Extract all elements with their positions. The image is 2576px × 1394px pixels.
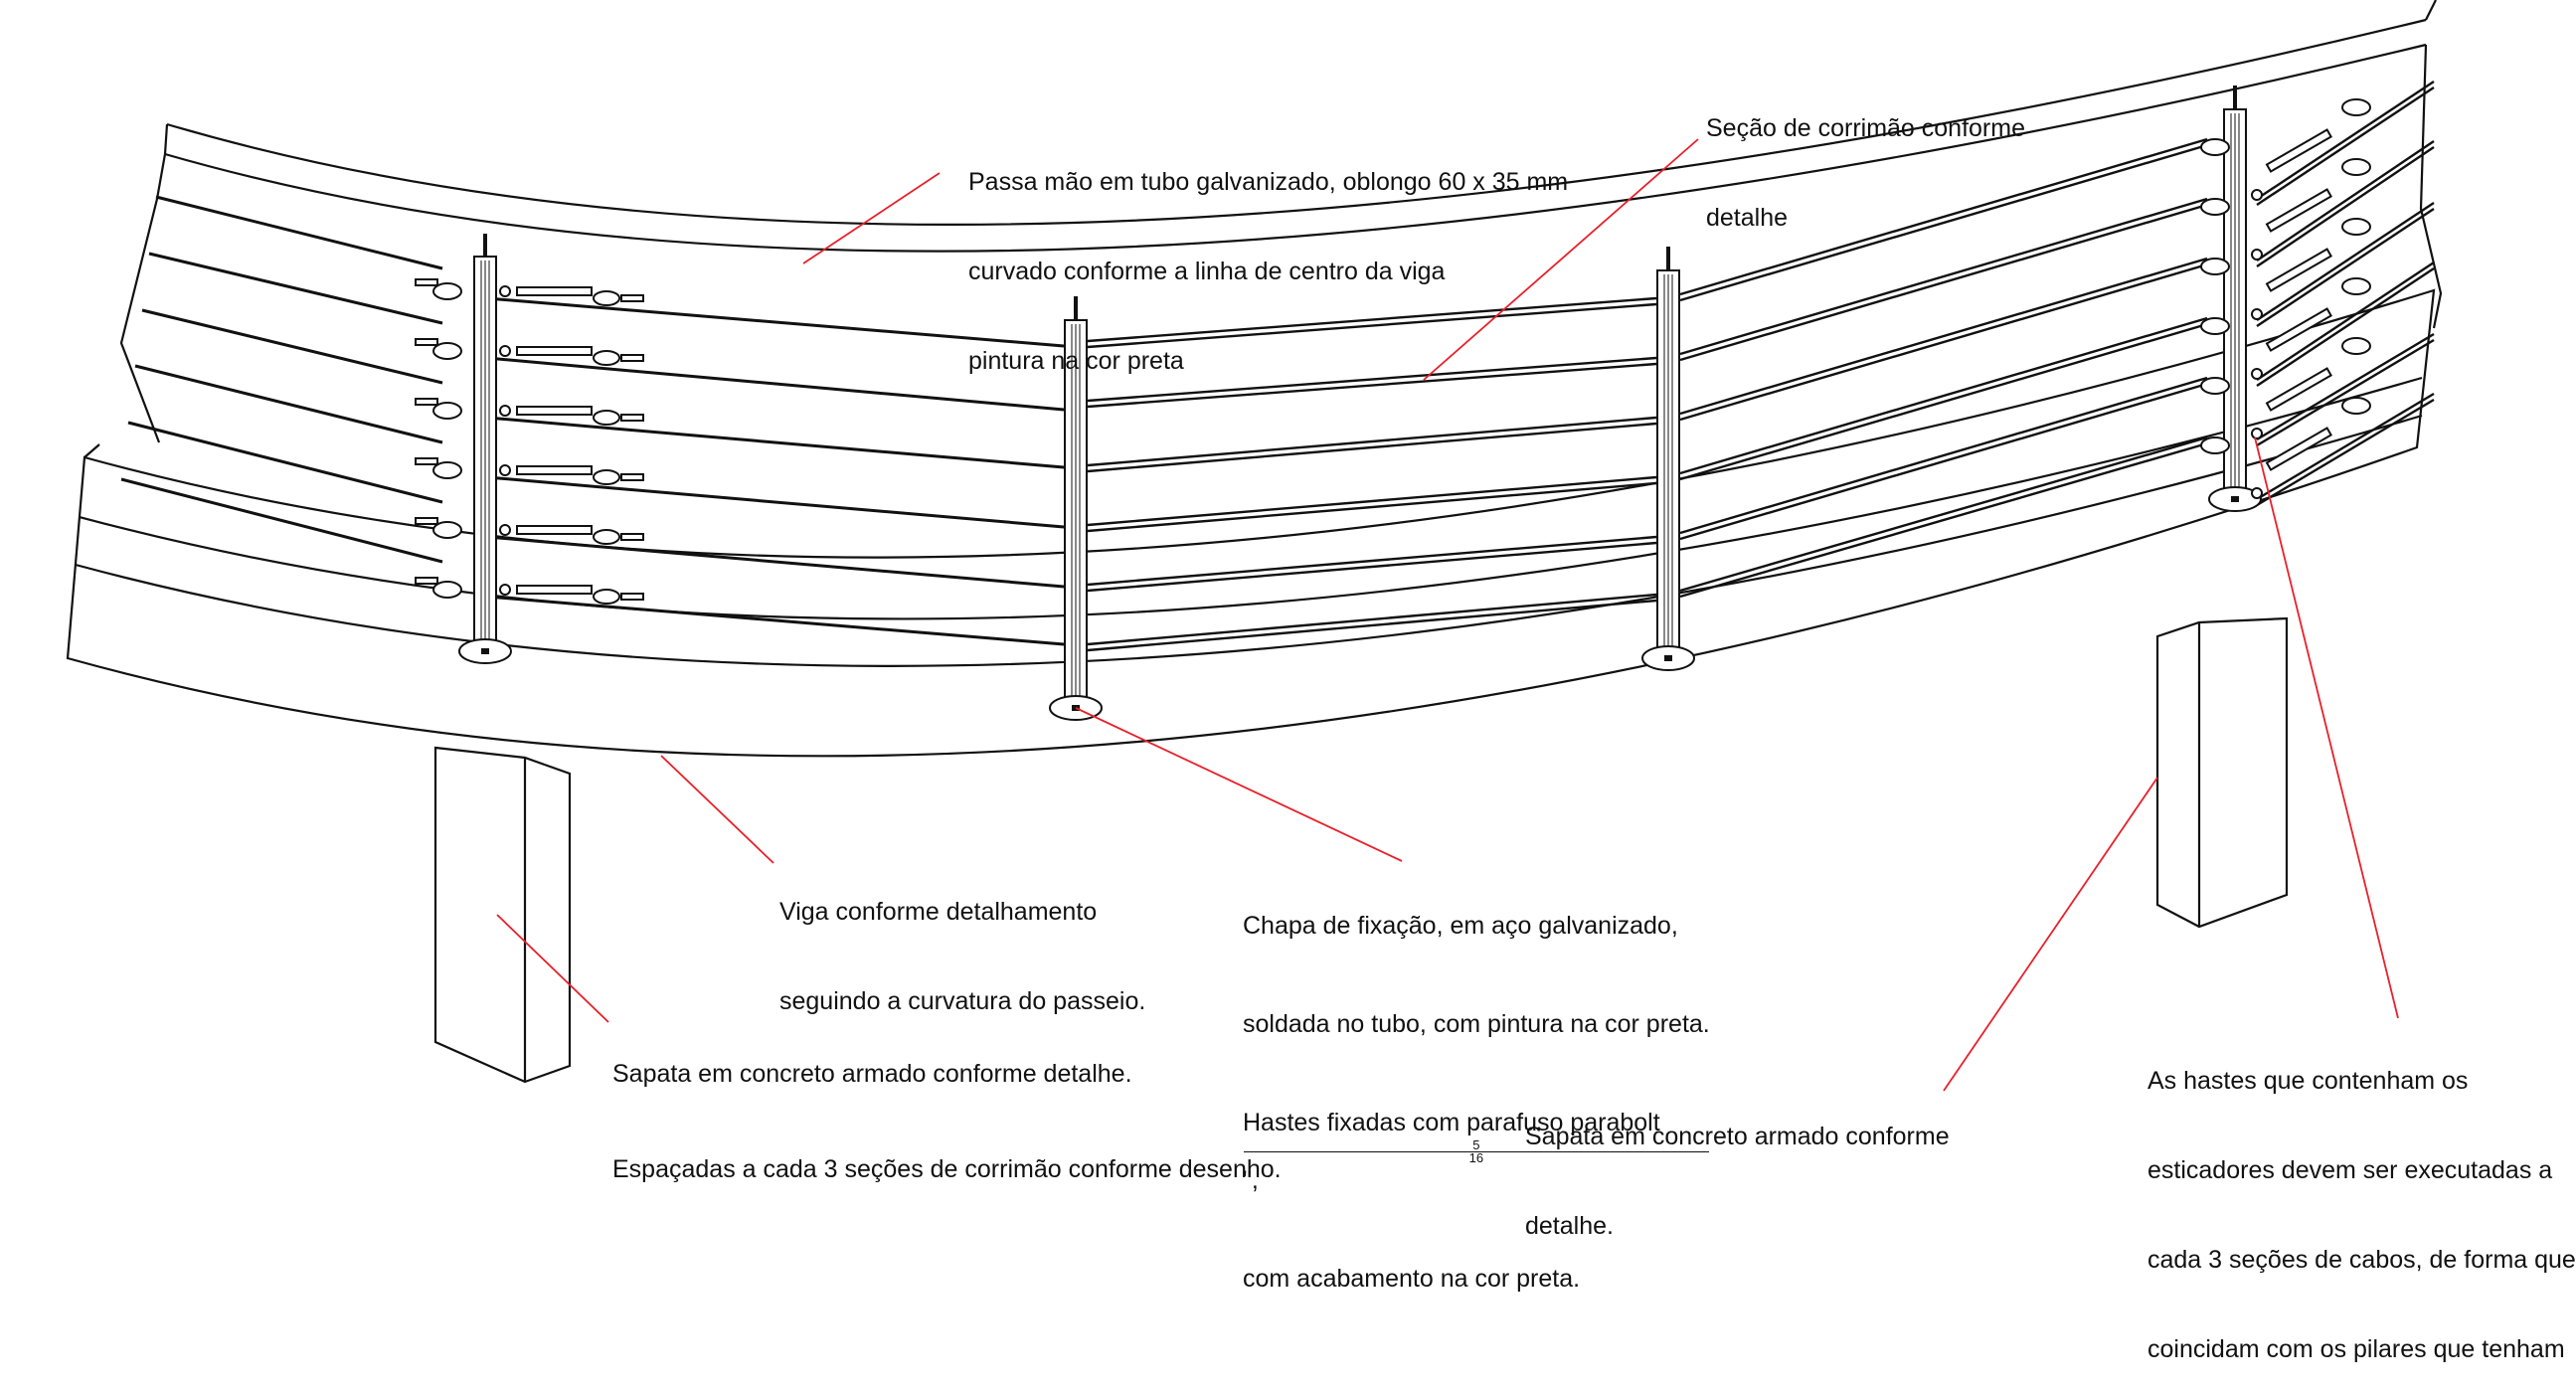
- cables-left: [120, 195, 443, 564]
- leader-beam: [660, 755, 774, 864]
- note-section: Seção de corrimão conforme detalhe: [1706, 54, 2025, 262]
- note-plate-line-2: soldada no tubo, com pintura na cor pret…: [1243, 1010, 1710, 1038]
- note-footing-right-line-2: detalhe.: [1525, 1212, 1614, 1240]
- bolt-size-denominator: 16: [1468, 1150, 1484, 1165]
- note-plate: Chapa de fixação, em aço galvanizado, so…: [1243, 844, 1710, 1328]
- cables-right: [2256, 80, 2435, 507]
- note-tensioners: As hastes que contenham os esticadores d…: [2147, 1006, 2576, 1394]
- leader-footing-left: [496, 914, 609, 1023]
- note-handrail: Passa mão em tubo galvanizado, oblongo 6…: [968, 107, 1568, 406]
- tensioners-post-1: [415, 278, 644, 605]
- note-tensioners-line-3: cada 3 seções de cabos, de forma que: [2147, 1246, 2576, 1274]
- tensioners-post-4: [2200, 98, 2371, 499]
- note-beam-line-2: seguindo a curvatura do passeio.: [779, 987, 1146, 1015]
- note-plate-line-3-suffix: ",: [1243, 1166, 1259, 1194]
- beam: [66, 288, 2436, 758]
- leader-tensioners: [2254, 436, 2399, 1019]
- cables-span-2: [1087, 296, 1657, 652]
- bolt-size-numerator: 5: [1244, 1138, 1709, 1152]
- leader-section: [1423, 138, 1699, 381]
- note-handrail-line-2: curvado conforme a linha de centro da vi…: [968, 258, 1446, 285]
- note-section-line-2: detalhe: [1706, 204, 1789, 232]
- footing-right: [2155, 616, 2289, 929]
- cables-span-1: [486, 296, 1065, 646]
- note-tensioners-line-4: coincidam com os pilares que tenham: [2147, 1335, 2565, 1363]
- note-section-line-1: Seção de corrimão conforme: [1706, 114, 2025, 142]
- note-footing-left-line-2: Espaçadas a cada 3 seções de corrimão co…: [612, 1155, 1282, 1183]
- leader-plate: [1075, 707, 1403, 862]
- post-4: [2208, 86, 2262, 512]
- leader-handrail: [802, 172, 941, 264]
- note-footing-right: Sapata em concreto armado conforme detal…: [1525, 1062, 1950, 1271]
- note-plate-line-3-prefix: Hastes fixadas com parafuso parabolt: [1243, 1109, 1667, 1136]
- note-handrail-line-3: pintura na cor preta: [968, 347, 1184, 375]
- note-plate-line-4: com acabamento na cor preta.: [1243, 1265, 1581, 1293]
- note-handrail-line-1: Passa mão em tubo galvanizado, oblongo 6…: [968, 168, 1569, 196]
- leader-lines: [496, 138, 2399, 1092]
- cables-span-3: [1679, 137, 2208, 599]
- note-footing-left: Sapata em concreto armado conforme detal…: [612, 994, 1282, 1217]
- railing-drawing: [66, 0, 2443, 1092]
- deck-slab: [119, 0, 2443, 443]
- post-3: [1641, 247, 1695, 671]
- leader-footing-right: [1943, 777, 2158, 1092]
- note-footing-left-line-1: Sapata em concreto armado conforme detal…: [612, 1060, 1132, 1088]
- note-beam-line-1: Viga conforme detalhamento: [779, 898, 1098, 926]
- footing-left: [433, 746, 572, 1084]
- note-plate-line-1: Chapa de fixação, em aço galvanizado,: [1243, 912, 1678, 940]
- note-tensioners-line-1: As hastes que contenham os: [2147, 1067, 2469, 1095]
- note-footing-right-line-1: Sapata em concreto armado conforme: [1525, 1123, 1950, 1150]
- note-tensioners-line-2: esticadores devem ser executadas a: [2147, 1156, 2553, 1184]
- post-1: [458, 234, 512, 664]
- note-beam: Viga conforme detalhamento seguindo a cu…: [779, 837, 1145, 1046]
